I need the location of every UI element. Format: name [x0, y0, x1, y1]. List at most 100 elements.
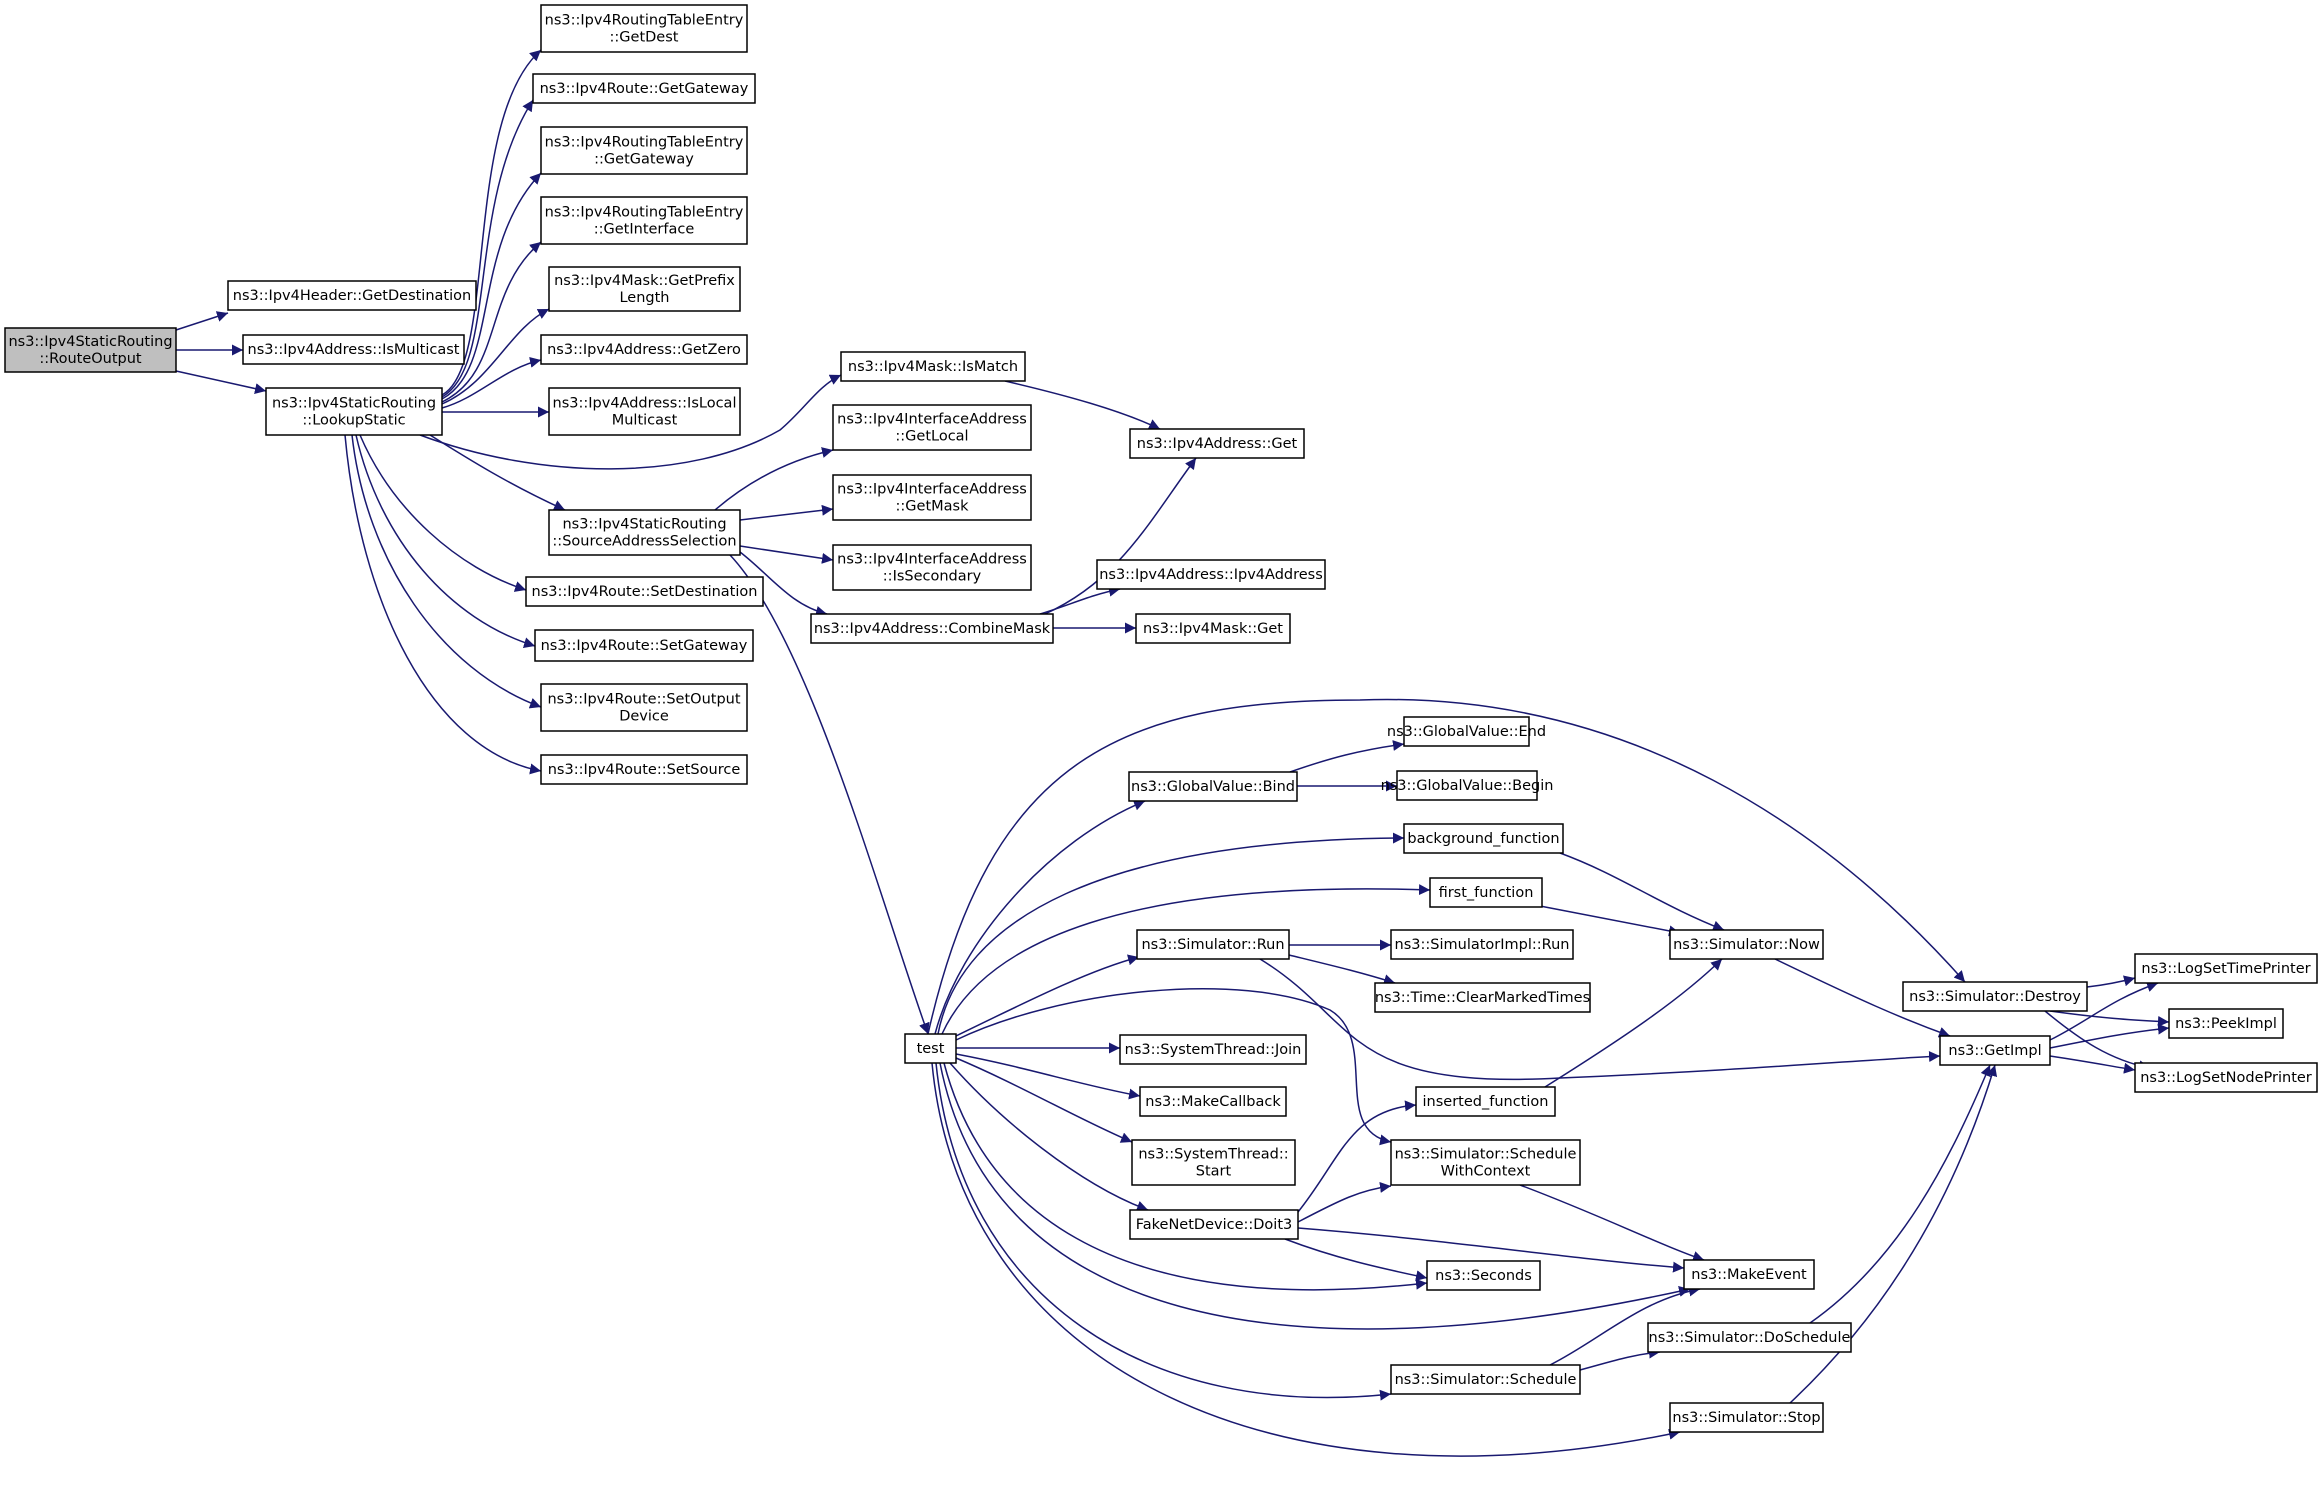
node-box — [904, 1033, 957, 1064]
node-ns3-ipv4address-ipv4address[interactable]: ns3::Ipv4Address::Ipv4Address — [1096, 559, 1326, 590]
node-ns3-ipv4address-combinemask[interactable]: ns3::Ipv4Address::CombineMask — [810, 613, 1054, 644]
node-ns3-ipv4mask-ismatch[interactable]: ns3::Ipv4Mask::IsMatch — [840, 351, 1026, 382]
node-ns3-ipv4address-ismulticast[interactable]: ns3::Ipv4Address::IsMulticast — [242, 334, 465, 365]
edge-layer — [175, 49, 2170, 1457]
node-label: ::GetLocal — [895, 429, 968, 445]
node-first-function[interactable]: first_function — [1429, 877, 1543, 908]
node-ns3-makecallback[interactable]: ns3::MakeCallback — [1139, 1086, 1287, 1117]
node-ns3-ipv4routingtableentry-getinterface[interactable]: ns3::Ipv4RoutingTableEntry::GetInterface — [540, 196, 748, 245]
node-ns3-ipv4routingtableentry-getgateway[interactable]: ns3::Ipv4RoutingTableEntry::GetGateway — [540, 126, 748, 175]
node-label: Device — [619, 709, 669, 725]
node-ns3-ipv4route-setdestination[interactable]: ns3::Ipv4Route::SetDestination — [525, 576, 764, 607]
node-ns3-ipv4header-getdestination[interactable]: ns3::Ipv4Header::GetDestination — [227, 280, 477, 311]
node-ns3-simulatorimpl-run[interactable]: ns3::SimulatorImpl::Run — [1390, 929, 1574, 960]
node-ns3-ipv4staticrouting-lookupstatic[interactable]: ns3::Ipv4StaticRouting::LookupStatic — [265, 387, 443, 436]
node-ns3-simulator-destroy[interactable]: ns3::Simulator::Destroy — [1902, 981, 2088, 1012]
node-box — [242, 334, 465, 365]
node-ns3-globalvalue-bind[interactable]: ns3::GlobalValue::Bind — [1128, 771, 1298, 802]
node-ns3-ipv4interfaceaddress-issecondary[interactable]: ns3::Ipv4InterfaceAddress::IsSecondary — [832, 544, 1032, 591]
node-box — [1415, 1086, 1556, 1117]
node-box — [265, 387, 443, 436]
node-label: ns3::Ipv4Route::SetDestination — [532, 584, 758, 600]
node-label: ns3::SystemThread::Join — [1125, 1042, 1302, 1058]
node-label: ns3::SimulatorImpl::Run — [1395, 937, 1570, 953]
edge-n45-to-n48 — [2049, 1010, 2170, 1027]
edge-n24-to-n43 — [935, 1062, 1392, 1401]
node-label: ns3::GetImpl — [1948, 1043, 2041, 1059]
node-test[interactable]: test — [904, 1033, 957, 1064]
node-label: ns3::LogSetTimePrinter — [2141, 961, 2310, 977]
node-ns3-getimpl[interactable]: ns3::GetImpl — [1939, 1035, 2051, 1066]
node-label: ns3::Ipv4Route::SetOutput — [547, 692, 740, 708]
node-ns3-ipv4route-setsource[interactable]: ns3::Ipv4Route::SetSource — [540, 754, 748, 785]
edge-n24-to-n45 — [927, 698, 1966, 1035]
node-label: first_function — [1439, 885, 1534, 901]
node-label: ns3::Ipv4Address::Ipv4Address — [1099, 567, 1323, 583]
node-ns3-makeevent[interactable]: ns3::MakeEvent — [1683, 1259, 1815, 1290]
edge-n38-to-n41 — [1519, 1184, 1705, 1262]
edge-n3-to-n4 — [441, 49, 542, 396]
node-label: Multicast — [612, 413, 678, 429]
node-box — [832, 474, 1032, 521]
node-ns3-ipv4interfaceaddress-getmask[interactable]: ns3::Ipv4InterfaceAddress::GetMask — [832, 474, 1032, 521]
edge-n3-to-n8 — [441, 308, 550, 405]
edge-n37-to-n33 — [1544, 958, 1723, 1088]
node-ns3-ipv4address-getzero[interactable]: ns3::Ipv4Address::GetZero — [540, 334, 748, 365]
edge-n25-to-n26 — [1289, 740, 1405, 773]
node-ns3-ipv4mask-get[interactable]: ns3::Ipv4Mask::Get — [1135, 613, 1291, 644]
node-label: ns3::Seconds — [1435, 1268, 1532, 1284]
edge-n24-to-n36 — [955, 1057, 1133, 1143]
node-label: inserted_function — [1423, 1094, 1549, 1110]
node-ns3-systemthread-start[interactable]: ns3::SystemThread::Start — [1131, 1139, 1296, 1186]
node-ns3-ipv4route-getgateway[interactable]: ns3::Ipv4Route::GetGateway — [532, 73, 756, 104]
node-ns3-simulator-stop[interactable]: ns3::Simulator::Stop — [1669, 1402, 1824, 1433]
node-ns3-simulator-now[interactable]: ns3::Simulator::Now — [1669, 929, 1824, 960]
edge-n12-to-n21 — [739, 551, 828, 617]
node-label: ns3::Ipv4Address::IsMulticast — [248, 342, 460, 358]
node-label: ns3::Ipv4RoutingTableEntry — [545, 205, 744, 221]
node-ns3-ipv4routingtableentry-getdest[interactable]: ns3::Ipv4RoutingTableEntry::GetDest — [540, 4, 748, 53]
node-inserted-function[interactable]: inserted_function — [1415, 1086, 1556, 1117]
node-background-function[interactable]: background_function — [1403, 823, 1564, 854]
node-ns3-logsettimeprinter[interactable]: ns3::LogSetTimePrinter — [2134, 953, 2318, 984]
node-box — [1429, 877, 1543, 908]
node-ns3-ipv4staticrouting-sourceaddressselection[interactable]: ns3::Ipv4StaticRouting::SourceAddressSel… — [548, 509, 741, 556]
node-ns3-time-clearmarkedtimes[interactable]: ns3::Time::ClearMarkedTimes — [1374, 982, 1591, 1013]
node-box — [534, 629, 754, 662]
edge-n29-to-n33 — [1539, 905, 1681, 937]
node-ns3-simulator-schedule[interactable]: ns3::Simulator::Schedule — [1390, 1364, 1581, 1395]
node-ns3-ipv4staticrouting-routeoutput[interactable]: ns3::Ipv4StaticRouting::RouteOutput — [4, 327, 177, 373]
node-ns3-ipv4address-get[interactable]: ns3::Ipv4Address::Get — [1129, 428, 1305, 459]
node-ns3-simulator-run[interactable]: ns3::Simulator::Run — [1136, 929, 1290, 960]
node-ns3-systemthread-join[interactable]: ns3::SystemThread::Join — [1119, 1034, 1307, 1065]
node-ns3-ipv4interfaceaddress-getlocal[interactable]: ns3::Ipv4InterfaceAddress::GetLocal — [832, 404, 1032, 451]
node-box — [1403, 716, 1530, 747]
edge-n24-to-n29 — [941, 884, 1431, 1035]
node-ns3-ipv4route-setgateway[interactable]: ns3::Ipv4Route::SetGateway — [534, 629, 754, 662]
node-label: ns3::Ipv4Route::SetGateway — [541, 638, 748, 654]
node-box — [2134, 1062, 2318, 1093]
node-label: ns3::Simulator::DoSchedule — [1649, 1330, 1851, 1346]
node-ns3-seconds[interactable]: ns3::Seconds — [1426, 1260, 1541, 1291]
edge-n39-to-n37 — [1297, 1100, 1417, 1213]
node-ns3-peekimpl[interactable]: ns3::PeekImpl — [2168, 1008, 2284, 1039]
node-label: ns3::MakeEvent — [1691, 1267, 1807, 1283]
node-ns3-globalvalue-end[interactable]: ns3::GlobalValue::End — [1387, 716, 1546, 747]
node-box — [540, 334, 748, 365]
node-box — [548, 509, 741, 556]
node-ns3-logsetnodeprinter[interactable]: ns3::LogSetNodePrinter — [2134, 1062, 2318, 1093]
edge-n46-to-n47 — [2049, 981, 2159, 1041]
node-box — [1683, 1259, 1815, 1290]
node-ns3-globalvalue-begin[interactable]: ns3::GlobalValue::Begin — [1381, 770, 1554, 801]
edge-n46-to-n48 — [2049, 1023, 2170, 1049]
node-label: ns3::Simulator::Stop — [1672, 1410, 1820, 1426]
node-ns3-simulator-doschedule[interactable]: ns3::Simulator::DoSchedule — [1647, 1322, 1852, 1353]
edge-n39-to-n38 — [1297, 1181, 1392, 1223]
node-fakenetdevice-doit3[interactable]: FakeNetDevice::Doit3 — [1129, 1209, 1299, 1240]
edge-n21-to-n17 — [1044, 457, 1197, 615]
